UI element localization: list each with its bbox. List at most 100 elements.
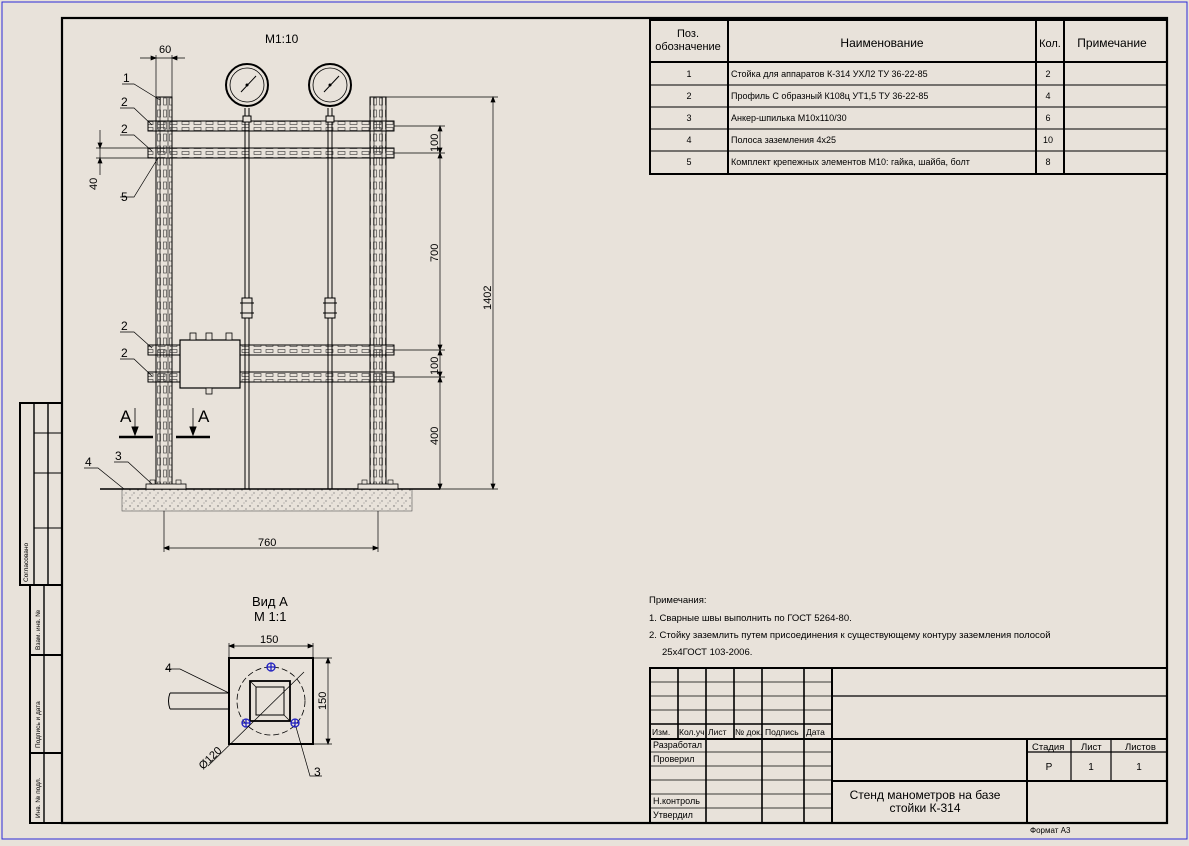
spec-row: 2 Профиль С образный К108ц УТ1,5 ТУ 36-2…	[686, 91, 1050, 101]
profile-rail-2	[147, 147, 395, 159]
dim-100-bottom-label: 100	[429, 357, 441, 375]
view-a-dim-120	[207, 671, 305, 767]
tb-col-kol: Кол.уч	[679, 727, 705, 737]
svg-text:3: 3	[686, 113, 691, 123]
gauge-pipe-right	[323, 108, 337, 489]
view-a-dim-150-h-label: 150	[260, 634, 278, 646]
svg-text:Полоса заземления 4х25: Полоса заземления 4х25	[731, 135, 836, 145]
svg-text:1: 1	[686, 69, 691, 79]
note-2b: 25х4ГОСТ 103-2006.	[662, 647, 752, 658]
spec-row: 3 Анкер-шпилька М10х110/30 6	[686, 113, 1050, 123]
note-1: 1. Сварные швы выполнить по ГОСТ 5264-80…	[649, 613, 852, 624]
section-mark-left	[119, 408, 153, 439]
pressure-gauge-right-icon	[308, 63, 352, 107]
view-a-dim-150-v	[313, 657, 332, 745]
dim-1402-label: 1402	[482, 286, 494, 310]
side-stamps	[19, 402, 63, 824]
spec-header-pos-2: обозначение	[655, 41, 721, 53]
callout-4-view: 4	[165, 661, 172, 675]
tb-title-1: Стенд манометров на базе	[850, 788, 1001, 802]
tb-col-date: Дата	[806, 727, 825, 737]
gauge-pipe-left	[240, 108, 254, 489]
main-frame	[60, 16, 1169, 825]
tb-role-developer: Разработал	[653, 740, 702, 750]
notes-title: Примечания:	[649, 595, 707, 606]
view-a-dim-120-label: Ø120	[197, 745, 225, 772]
view-a-plate	[228, 657, 314, 745]
svg-text:Стойка для аппаратов К-314 УХЛ: Стойка для аппаратов К-314 УХЛ2 ТУ 36-22…	[731, 69, 928, 79]
view-a-dim-150-h	[228, 643, 314, 658]
profile-rail-1	[147, 120, 395, 132]
view-a-dim-150-v-label: 150	[317, 692, 329, 710]
svg-text:8: 8	[1045, 157, 1050, 167]
note-2a: 2. Стойку заземлить путем присоединения …	[649, 630, 1051, 641]
callout-3-view: 3	[314, 765, 321, 779]
svg-text:Комплект крепежных элементов М: Комплект крепежных элементов М10: гайка,…	[731, 157, 970, 167]
callout-2d: 2	[121, 346, 128, 360]
stamp-agreed: Согласовано	[23, 543, 30, 582]
view-title: Вид А	[252, 594, 288, 609]
dim-760-label: 760	[258, 537, 276, 549]
spec-header-note: Примечание	[1077, 36, 1147, 50]
svg-text:4: 4	[1045, 91, 1050, 101]
tb-role-checker: Проверил	[653, 754, 694, 764]
tb-sheet-label: Лист	[1081, 742, 1102, 753]
svg-text:4: 4	[686, 135, 691, 145]
callout-1: 1	[123, 71, 130, 85]
callout-2a: 2	[121, 95, 128, 109]
dim-400-label: 400	[429, 427, 441, 445]
dimension-760	[163, 511, 379, 552]
stamp-inv-orig: Инв. № подл.	[35, 777, 42, 818]
tb-stage: Р	[1046, 762, 1053, 773]
view-a-ground-strip	[168, 692, 229, 710]
callout-2c: 2	[121, 319, 128, 333]
dimension-1402	[386, 96, 498, 490]
spec-header-name: Наименование	[840, 36, 924, 50]
spec-header-pos-1: Поз.	[677, 28, 699, 40]
svg-text:Анкер-шпилька М10х110/30: Анкер-шпилька М10х110/30	[731, 113, 847, 123]
svg-text:2: 2	[686, 91, 691, 101]
tb-stage-label: Стадия	[1032, 742, 1064, 753]
callout-2b: 2	[121, 122, 128, 136]
section-letter-right: А	[198, 407, 210, 426]
spec-header-qty: Кол.	[1039, 38, 1061, 50]
svg-text:2: 2	[1045, 69, 1050, 79]
junction-box	[179, 332, 241, 395]
concrete-base	[121, 488, 413, 512]
tb-col-izm: Изм.	[652, 727, 670, 737]
stamp-replace-inv: Взам. инв. №	[35, 610, 42, 650]
pressure-gauge-left-icon	[225, 63, 269, 107]
callout-leaders	[84, 83, 161, 490]
tb-role-approver: Утвердил	[653, 810, 693, 820]
svg-text:6: 6	[1045, 113, 1050, 123]
tb-title-2: стойки К-314	[889, 801, 960, 815]
stamp-sign-date: Подпись и дата	[35, 701, 42, 748]
dim-100-top-label: 100	[429, 134, 441, 152]
spec-row: 4 Полоса заземления 4х25 10	[686, 135, 1053, 145]
anchor-plates	[145, 479, 399, 490]
dim-40-label: 40	[88, 178, 100, 190]
tb-role-norm: Н.контроль	[653, 796, 700, 806]
svg-text:10: 10	[1043, 135, 1053, 145]
format-label: Формат А3	[1030, 826, 1071, 835]
section-mark-right	[176, 408, 210, 439]
spec-row: 1 Стойка для аппаратов К-314 УХЛ2 ТУ 36-…	[686, 69, 1050, 79]
svg-text:Профиль С образный К108ц УТ1,5: Профиль С образный К108ц УТ1,5 ТУ 36-22-…	[731, 91, 928, 101]
section-letter-left: А	[120, 407, 132, 426]
upright-left	[155, 96, 173, 490]
view-scale: М 1:1	[254, 609, 287, 624]
callout-3: 3	[115, 449, 122, 463]
tb-sheet: 1	[1088, 762, 1094, 773]
dimension-60	[140, 55, 185, 97]
tb-sheets: 1	[1136, 762, 1142, 773]
view-a-leaders	[166, 668, 322, 777]
scale-main: М1:10	[265, 32, 299, 46]
dimension-40	[96, 130, 148, 175]
callout-5: 5	[121, 190, 128, 204]
dimension-chain-right	[394, 125, 445, 490]
tb-col-list: Лист	[708, 727, 727, 737]
dim-60-label: 60	[159, 44, 171, 56]
svg-text:5: 5	[686, 157, 691, 167]
